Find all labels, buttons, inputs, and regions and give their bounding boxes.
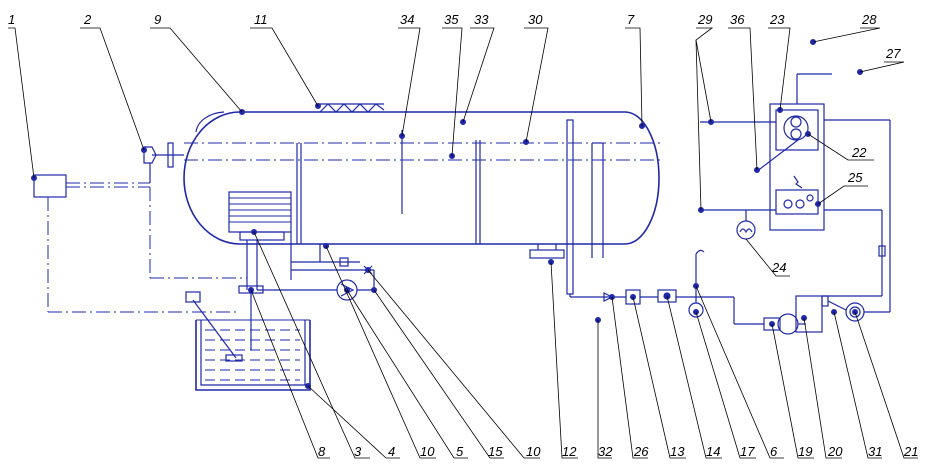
leader-dots	[31, 39, 863, 389]
label-33: 33	[474, 12, 489, 27]
label-36: 36	[730, 12, 745, 27]
label-5: 5	[456, 444, 464, 459]
label-28: 28	[861, 12, 877, 27]
control-unit-1	[33, 174, 247, 313]
labels-top: 1 2 9 11 34 35 33 30 7 29 36 23 28 27	[8, 12, 901, 61]
label-27: 27	[885, 46, 901, 61]
label-15: 15	[488, 444, 503, 459]
label-17: 17	[740, 444, 755, 459]
label-31: 31	[868, 444, 882, 459]
label-14: 14	[706, 444, 720, 459]
leader-lines	[8, 27, 918, 459]
label-23: 23	[769, 12, 785, 27]
left-flange	[143, 142, 184, 183]
label-25: 25	[847, 170, 863, 185]
heat-exchanger-block	[228, 191, 292, 290]
label-34: 34	[400, 12, 414, 27]
labels-right: 22 25 24	[771, 145, 867, 275]
label-1: 1	[8, 12, 15, 27]
label-9: 9	[154, 12, 161, 27]
label-13: 13	[670, 444, 685, 459]
open-tank	[185, 291, 311, 391]
control-cabinet	[700, 73, 891, 313]
label-29: 29	[697, 12, 712, 27]
label-32: 32	[598, 444, 613, 459]
label-8: 8	[318, 444, 326, 459]
label-10b: 10	[526, 444, 541, 459]
label-7: 7	[627, 12, 635, 27]
label-30: 30	[528, 12, 543, 27]
label-11: 11	[254, 12, 268, 27]
right-pipework	[569, 249, 865, 335]
label-10a: 10	[420, 444, 435, 459]
label-24: 24	[771, 260, 786, 275]
label-2: 2	[83, 12, 92, 27]
lower-pipework	[238, 244, 375, 350]
label-26: 26	[633, 444, 649, 459]
label-12: 12	[562, 444, 577, 459]
label-21: 21	[903, 444, 918, 459]
label-3: 3	[354, 444, 362, 459]
labels-bottom: 8 3 4 10 5 15 10 12 32 26 13 14 17 6 19 …	[318, 444, 918, 459]
label-20: 20	[827, 444, 843, 459]
label-6: 6	[770, 444, 778, 459]
label-22: 22	[851, 145, 867, 160]
label-35: 35	[444, 12, 459, 27]
horizontal-tank	[183, 103, 660, 295]
label-4: 4	[388, 444, 395, 459]
label-19: 19	[798, 444, 812, 459]
